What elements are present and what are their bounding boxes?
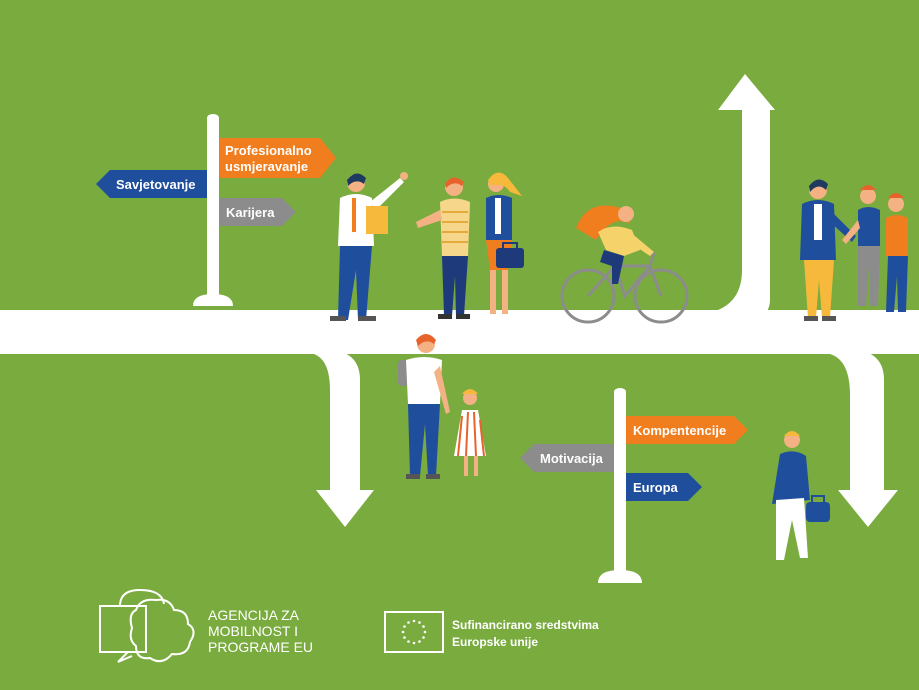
road-down-arrow-right xyxy=(830,350,898,527)
person-man-blue-suit xyxy=(800,179,856,321)
sign-savjetovanje-label: Savjetovanje xyxy=(116,177,196,192)
sign-savjetovanje: Savjetovanje xyxy=(96,170,207,198)
person-woman-briefcase xyxy=(486,172,524,314)
person-man-backpack xyxy=(398,334,450,479)
speech-bubbles-icon xyxy=(99,588,195,663)
eu-text-line1: Sufinancirano sredstvima xyxy=(452,618,599,632)
sign-profesionalno-usmjeravanje: Profesionalno usmjeravanje xyxy=(219,138,336,178)
sign-karijera: Karijera xyxy=(219,198,296,226)
eu-flag-icon xyxy=(384,611,444,653)
bicycle-wheel-front xyxy=(633,268,689,324)
person-cyclist xyxy=(560,205,689,324)
sign-europa-label: Europa xyxy=(633,480,679,495)
signpost-pole xyxy=(207,118,219,306)
sign-motivacija: Motivacija xyxy=(520,444,614,472)
person-worker-orange xyxy=(886,193,908,312)
eu-text-line2: Europske unije xyxy=(452,635,538,649)
signpost-left: Savjetovanje Profesionalno usmjeravanje … xyxy=(96,114,336,306)
sign-europa: Europa xyxy=(626,473,702,501)
bicycle-wheel-back xyxy=(560,268,616,324)
road-down-arrow-left xyxy=(314,350,374,527)
person-man-walking-briefcase xyxy=(772,431,830,560)
signpost-right: Kompentencije Motivacija Europa xyxy=(520,388,748,583)
sign-kompetencije: Kompentencije xyxy=(626,416,748,444)
person-child xyxy=(454,389,486,476)
road-up-arrow xyxy=(718,74,775,326)
signpost-pole-right xyxy=(614,392,626,572)
signpost-base xyxy=(193,294,233,306)
person-man-striped-shirt xyxy=(416,177,470,319)
person-man-pointing xyxy=(330,172,408,321)
agency-name-line1: AGENCIJA ZA xyxy=(208,607,300,623)
sign-profesionalno-label-line2: usmjeravanje xyxy=(225,159,308,174)
sign-profesionalno-label-line1: Profesionalno xyxy=(225,143,312,158)
eu-cofunding-logo: Sufinancirano sredstvima Europske unije xyxy=(384,611,599,653)
person-worker-gray xyxy=(842,185,880,306)
agency-logo: AGENCIJA ZA MOBILNOST I PROGRAME EU xyxy=(99,588,313,663)
sign-kompetencije-label: Kompentencije xyxy=(633,423,726,438)
sign-motivacija-label: Motivacija xyxy=(540,451,604,466)
agency-name-line3: PROGRAME EU xyxy=(208,639,313,655)
sign-karijera-label: Karijera xyxy=(226,205,275,220)
signpost-base-right xyxy=(598,570,642,583)
agency-name-line2: MOBILNOST I xyxy=(208,623,298,639)
